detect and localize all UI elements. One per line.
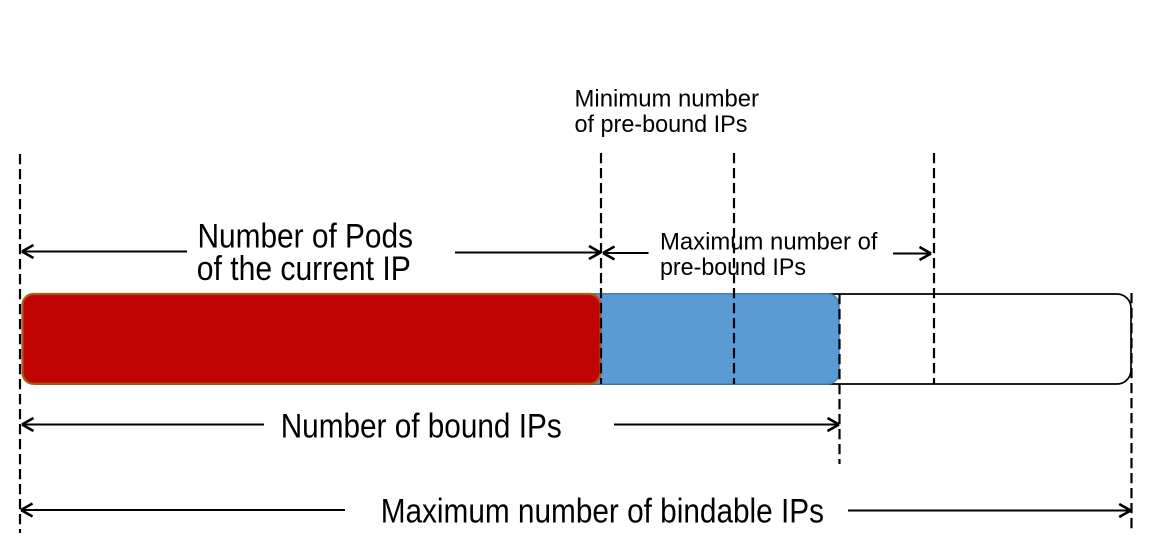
- svg-text:Minimum number: Minimum number: [575, 85, 760, 112]
- svg-text:Maximum number of: Maximum number of: [660, 228, 878, 255]
- svg-text:Maximum number of bindable IPs: Maximum number of bindable IPs: [381, 493, 824, 531]
- svg-text:Number of Pods: Number of Pods: [198, 218, 414, 256]
- svg-text:of pre-bound IPs: of pre-bound IPs: [575, 111, 748, 138]
- svg-text:of the current IP: of the current IP: [197, 250, 411, 288]
- svg-text:Number of bound IPs: Number of bound IPs: [281, 408, 562, 446]
